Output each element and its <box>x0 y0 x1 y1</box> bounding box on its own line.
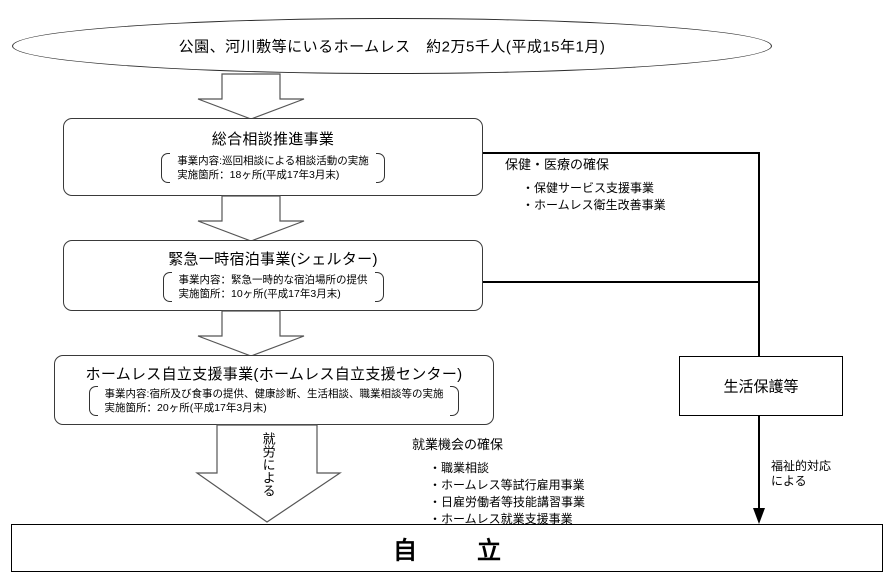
process-3-detail-line-1: 事業内容:宿所及び食事の提供、健康診断、生活相談、職業相談等の実施 <box>104 388 444 400</box>
note-group-health: 保健・医療の確保 ・保健サービス支援事業 ・ホームレス衛生改善事業 <box>505 152 765 214</box>
process-1-detail-bracket: 事業内容:巡回相談による相談活動の実施 実施箇所：18ヶ所(平成17年3月末) <box>161 153 385 183</box>
process-1-title: 総合相談推進事業 <box>211 131 335 148</box>
note-health-item-1: ・保健サービス支援事業 <box>522 181 655 195</box>
homeless-population-ellipse: 公園、河川敷等にいるホームレス 約2万5千人(平成15年1月) <box>12 18 772 74</box>
arrow-process-2-to-process-3 <box>197 310 305 357</box>
process-box-emergency-shelter[interactable]: 緊急一時宿泊事業(シェルター) 事業内容：緊急一時的な宿泊場所の提供 実施箇所：… <box>63 240 483 311</box>
arrow-ellipse-to-process-1 <box>197 73 305 120</box>
connector-process-1-to-spine <box>483 152 760 154</box>
process-box-consultation[interactable]: 総合相談推進事業 事業内容:巡回相談による相談活動の実施 実施箇所：18ヶ所(平… <box>63 118 483 196</box>
arrow-process-1-to-process-2 <box>197 195 305 242</box>
process-2-detail-bracket: 事業内容：緊急一時的な宿泊場所の提供 実施箇所：10ヶ所(平成17年3月末) <box>162 272 384 302</box>
bracket-right-icon <box>450 386 460 416</box>
note-group-employment: 就業機会の確保 ・職業相談 ・ホームレス等試行雇用事業 ・日雇労働者等技能講習事… <box>412 434 692 528</box>
process-1-detail-line-1: 事業内容:巡回相談による相談活動の実施 <box>177 155 369 167</box>
process-3-detail-bracket: 事業内容:宿所及び食事の提供、健康診断、生活相談、職業相談等の実施 実施箇所：2… <box>88 386 460 416</box>
work-route-caption: 就労による <box>260 432 276 497</box>
welfare-route-caption-line-2: による <box>771 474 807 488</box>
bracket-left-icon <box>161 153 171 183</box>
arrow-welfare-to-goal <box>753 416 765 524</box>
goal-bar-self-reliance: 自立 <box>11 524 883 572</box>
note-employment-item-2: ・ホームレス等試行雇用事業 <box>429 478 585 492</box>
arrow-process-3-to-goal <box>195 424 342 523</box>
process-box-self-reliance-support[interactable]: ホームレス自立支援事業(ホームレス自立支援センター) 事業内容:宿所及び食事の提… <box>54 355 494 425</box>
note-employment-item-4: ・ホームレス就業支援事業 <box>429 512 573 526</box>
connector-process-2-to-spine <box>483 281 760 283</box>
process-3-title: ホームレス自立支援事業(ホームレス自立支援センター) <box>85 366 463 383</box>
process-2-detail-line-1: 事業内容：緊急一時的な宿泊場所の提供 <box>178 274 368 286</box>
welfare-route-caption: 福祉的対応 による <box>771 459 831 489</box>
note-employment-title: 就業機会の確保 <box>412 437 504 452</box>
process-2-title: 緊急一時宿泊事業(シェルター) <box>168 251 378 268</box>
welfare-protection-box[interactable]: 生活保護等 <box>679 356 843 416</box>
note-health-title: 保健・医療の確保 <box>505 157 610 172</box>
welfare-protection-label: 生活保護等 <box>723 378 799 396</box>
homeless-population-label: 公園、河川敷等にいるホームレス 約2万5千人(平成15年1月) <box>178 38 606 56</box>
bracket-left-icon <box>162 272 172 302</box>
note-employment-item-1: ・職業相談 <box>429 461 490 475</box>
process-3-detail-line-2: 実施箇所：20ヶ所(平成17年3月末) <box>104 402 267 414</box>
goal-bar-label: 自立 <box>393 537 561 565</box>
process-2-detail-line-2: 実施箇所：10ヶ所(平成17年3月末) <box>178 288 341 300</box>
note-health-item-2: ・ホームレス衛生改善事業 <box>522 198 666 212</box>
welfare-route-caption-line-1: 福祉的対応 <box>771 459 832 473</box>
bracket-right-icon <box>375 153 385 183</box>
bracket-left-icon <box>88 386 98 416</box>
process-1-detail-line-2: 実施箇所：18ヶ所(平成17年3月末) <box>177 169 340 181</box>
bracket-right-icon <box>374 272 384 302</box>
connector-spine-to-welfare-box <box>758 152 760 356</box>
note-employment-item-3: ・日雇労働者等技能講習事業 <box>429 495 586 509</box>
